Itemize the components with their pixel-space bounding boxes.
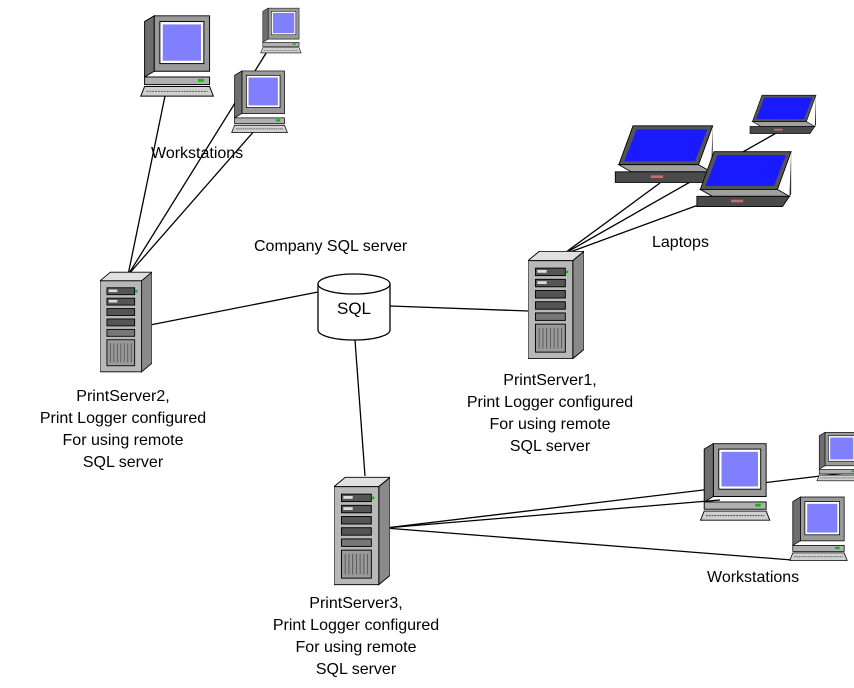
caption-line: Print Logger configured <box>39 410 207 427</box>
connection-lines <box>127 49 854 561</box>
sql-database-icon <box>317 273 391 341</box>
workstation-monitor-icon <box>700 443 771 521</box>
caption-line: SQL server <box>509 438 591 455</box>
link-ps3-ws6 <box>384 527 793 561</box>
caption-line: SQL server <box>82 454 164 471</box>
workstation-monitor-icon <box>231 70 288 133</box>
laptop-icon <box>749 94 817 134</box>
link-ps1-laptop1 <box>561 182 661 256</box>
caption-line: PrintServer3, <box>309 595 403 612</box>
link-ps2-ws1 <box>127 95 166 276</box>
caption-line: PrintServer1, <box>503 372 597 389</box>
link-sql-ps3 <box>354 339 366 477</box>
laptop-icon <box>696 151 792 208</box>
workstation-monitor-icon <box>789 496 848 561</box>
printserver1-tower-icon <box>528 251 584 359</box>
company-sql-server-label: Company SQL server <box>254 238 408 255</box>
link-ps3-ws5 <box>384 499 721 529</box>
laptop-icon <box>614 125 714 183</box>
link-sql-ps1 <box>389 305 529 312</box>
caption-line: For using remote <box>295 639 417 656</box>
workstation-monitor-icon <box>260 7 302 54</box>
caption-line: For using remote <box>62 432 184 449</box>
printserver3-caption: PrintServer3, Print Logger configured Fo… <box>273 593 439 681</box>
link-ps2-sql <box>149 291 319 326</box>
link-ps3-ws4 <box>384 471 854 529</box>
workstations-right-label: Workstations <box>707 569 800 586</box>
printserver2-tower-icon <box>100 271 152 373</box>
workstations-top-label: Workstations <box>151 145 244 162</box>
workstation-monitor-icon <box>816 431 854 482</box>
caption-line: SQL server <box>315 661 397 678</box>
laptops-label: Laptops <box>652 234 709 251</box>
caption-line: Print Logger configured <box>466 394 634 411</box>
link-ps1-laptop3 <box>561 199 713 256</box>
printserver2-caption: PrintServer2, Print Logger configured Fo… <box>40 386 206 474</box>
link-ps2-ws3 <box>127 129 256 276</box>
workstation-monitor-icon <box>140 15 214 97</box>
printserver3-tower-icon <box>334 476 390 586</box>
sql-db-label: SQL <box>337 299 372 318</box>
caption-line: Print Logger configured <box>272 617 440 634</box>
link-ps1-laptop2 <box>561 127 786 256</box>
printserver1-caption: PrintServer1, Print Logger configured Fo… <box>467 370 633 458</box>
caption-line: For using remote <box>489 416 611 433</box>
caption-line: PrintServer2, <box>76 388 170 405</box>
